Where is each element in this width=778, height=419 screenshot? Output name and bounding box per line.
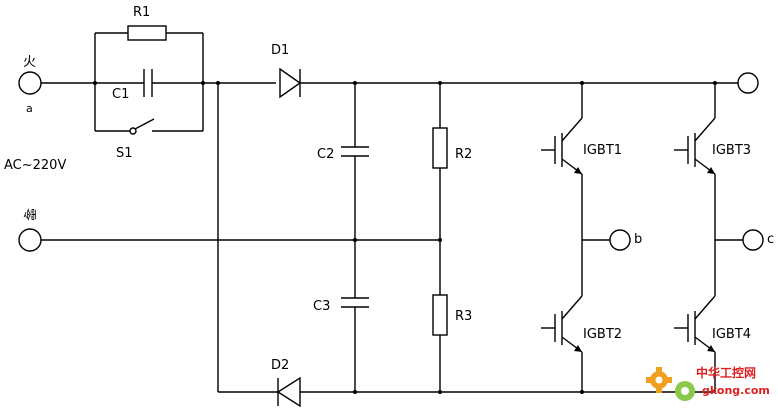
terminal-dc-positive xyxy=(737,72,759,94)
parallel-block-r1-c1-s1 xyxy=(94,25,204,135)
half-bridge-leg-b xyxy=(541,83,631,392)
junction-dot xyxy=(580,81,584,85)
label-igbt3: IGBT3 xyxy=(712,143,751,158)
label-a: a xyxy=(26,102,33,115)
label-c3: C3 xyxy=(313,299,330,314)
resistor-r2 xyxy=(432,127,448,169)
diode-d2 xyxy=(276,376,301,408)
half-bridge-leg-c xyxy=(674,83,764,392)
label-r2: R2 xyxy=(455,147,472,162)
watermark-url: gkong.com xyxy=(702,384,770,397)
diode-d1 xyxy=(279,67,302,99)
igbt4 xyxy=(674,295,716,353)
label-s1: S1 xyxy=(116,146,133,161)
label-c2: C2 xyxy=(317,147,334,162)
label-d2: D2 xyxy=(271,358,289,373)
label-ac-voltage: AC~220V xyxy=(4,158,66,173)
resistor-r1 xyxy=(127,25,167,41)
watermark-title: 中华工控网 xyxy=(696,365,756,380)
switch-s1 xyxy=(134,118,155,130)
label-igbt4: IGBT4 xyxy=(712,327,751,342)
terminal-live xyxy=(18,71,42,95)
switch-s1-contact xyxy=(129,127,137,135)
terminal-c xyxy=(742,229,764,251)
junction-dot xyxy=(353,81,357,85)
igbt1 xyxy=(541,117,583,175)
junction-dot xyxy=(438,81,442,85)
junction-dot xyxy=(580,390,584,394)
junction-dot xyxy=(93,81,97,85)
igbt2 xyxy=(541,295,583,353)
label-igbt1: IGBT1 xyxy=(583,143,622,158)
label-igbt2: IGBT2 xyxy=(583,327,622,342)
gear-icon xyxy=(646,367,695,401)
label-c: c xyxy=(767,232,774,247)
watermark: 中华工控网 gkong.com xyxy=(646,365,770,401)
terminal-b xyxy=(609,229,631,251)
label-r1: R1 xyxy=(133,5,150,20)
label-neutral: 零 xyxy=(21,208,36,221)
resistor-r3 xyxy=(432,294,448,336)
label-c1: C1 xyxy=(112,87,129,102)
label-live: 火 xyxy=(23,55,36,70)
label-r3: R3 xyxy=(455,309,472,324)
junction-dot xyxy=(353,390,357,394)
junction-dot xyxy=(713,81,717,85)
igbt3 xyxy=(674,117,716,175)
junction-dot xyxy=(438,390,442,394)
label-b: b xyxy=(634,232,642,247)
terminal-neutral xyxy=(18,228,42,252)
label-d1: D1 xyxy=(271,43,289,58)
